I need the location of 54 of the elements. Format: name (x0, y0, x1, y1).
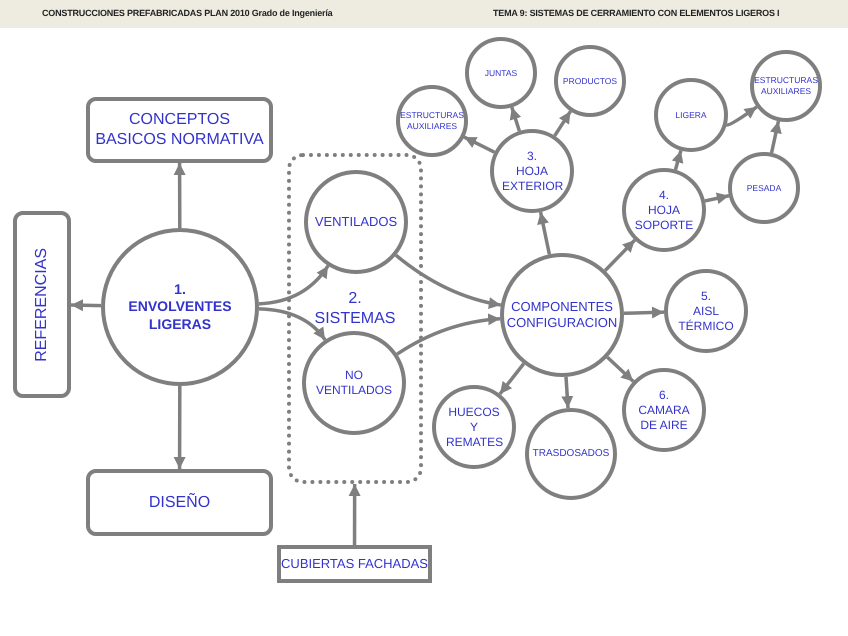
node-label: LIGERA (675, 110, 707, 120)
node-label: HOJA EXTERIOR (502, 164, 562, 194)
arrow (537, 212, 552, 255)
arrow (396, 314, 500, 356)
arrow (770, 120, 782, 154)
node-label: JUNTAS (484, 68, 518, 78)
arrow (174, 386, 186, 469)
arrow (258, 307, 326, 341)
topic-box (86, 97, 273, 163)
node-label: ENVOLVENTES LIGERAS (127, 298, 233, 334)
node-label: REFERENCIAS (32, 248, 51, 362)
node-label: DISEÑO (148, 492, 210, 512)
header-text: TEMA 9: SISTEMAS DE CERRAMIENTO CON ELEMENTOS LIGEROS I (493, 8, 780, 18)
arrow (606, 356, 634, 383)
arrow (704, 192, 730, 204)
topic-box (13, 211, 71, 398)
node-label: CONCEPTOS BASICOS NORMATIVA (94, 110, 264, 150)
arrow (510, 106, 522, 132)
node-label: 5. (700, 288, 711, 304)
arrow (258, 264, 330, 306)
source-box (277, 545, 432, 583)
arrow (498, 362, 526, 396)
node-label: ESTRUCTURAS AUXILIARES (400, 110, 464, 132)
arrow (394, 254, 502, 309)
node-label: PRODUCTOS (562, 76, 618, 86)
node-label: AISL TÉRMICO (677, 304, 735, 334)
node-label: COMPONENTES CONFIGURACION (506, 298, 618, 332)
arrow (624, 306, 664, 318)
arrow (561, 376, 574, 408)
arrow (672, 150, 684, 170)
arrow (553, 110, 572, 137)
node-label: 2. SISTEMAS (314, 289, 396, 329)
node-label: CAMARA DE AIRE (637, 402, 691, 432)
arrow (604, 238, 636, 272)
node-label: NO VENTILADOS (314, 368, 394, 398)
header-text: CONSTRUCCIONES PREFABRICADAS PLAN 2010 Grado de Ingeniería (42, 8, 332, 18)
arrow (348, 484, 361, 545)
arrow (463, 136, 496, 154)
node-label: TRASDOSADOS (532, 448, 610, 460)
topic-box (86, 469, 273, 536)
node-label: 6. (658, 388, 669, 402)
node-label: 1. (174, 280, 186, 298)
node-label: HUECOS Y REMATES (446, 404, 502, 450)
arrow (726, 106, 758, 127)
node-label: VENTILADOS (314, 214, 398, 230)
node-label: HOJA SOPORTE (634, 202, 694, 232)
node-label: PESADA (746, 182, 782, 194)
arrow (70, 299, 102, 312)
node-label: 4. (658, 188, 669, 202)
node-label: 3. (526, 148, 537, 164)
node-label: ESTRUCTURAS AUXILIARES (754, 75, 818, 97)
node-label: CUBIERTAS FACHADAS (281, 556, 428, 572)
group-frame (287, 153, 423, 484)
arrow (174, 163, 186, 228)
